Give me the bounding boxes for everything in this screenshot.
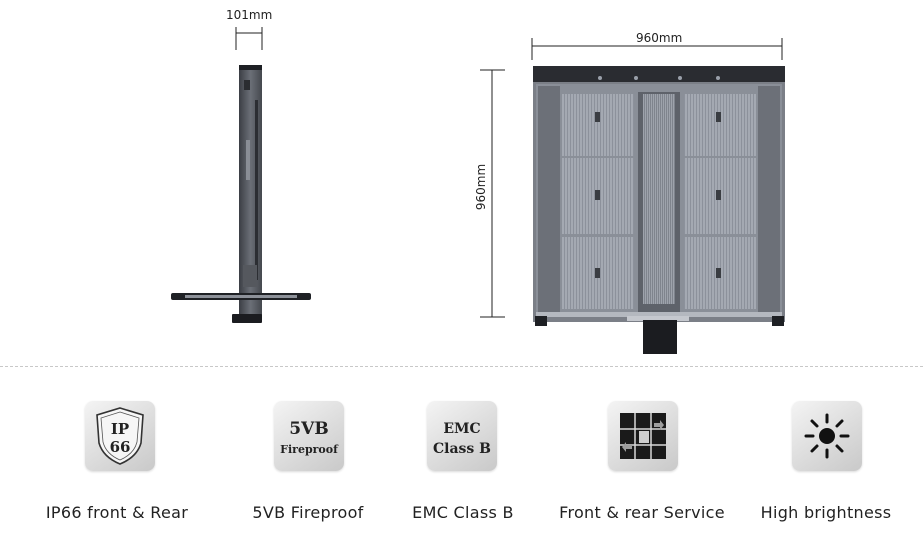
class-b-badge-text: Class B (433, 441, 491, 457)
front-height-label: 960mm (474, 163, 489, 211)
66-badge-text: 66 (110, 438, 131, 456)
feature-label-ip66: IP66 front & Rear (45, 503, 189, 522)
feature-label-brightness: High brightness (760, 503, 892, 522)
section-divider (0, 366, 923, 367)
service-grid-icon (608, 401, 678, 471)
side-view-cabinet (171, 65, 311, 323)
front-height-dimension (480, 69, 505, 318)
front-width-label: 960mm (636, 31, 683, 45)
emc-badge-icon: EMC Class B (427, 401, 497, 471)
side-width-label: 101mm (226, 8, 273, 22)
5vb-badge-text: 5VB (289, 419, 328, 439)
fireproof-badge-icon: 5VB Fireproof (274, 401, 344, 471)
feature-label-fireproof: 5VB Fireproof (252, 503, 364, 522)
feature-label-emc: EMC Class B (412, 503, 514, 522)
fireproof-badge-text: Fireproof (280, 443, 339, 456)
sun-brightness-icon (792, 401, 862, 471)
emc-badge-text: EMC (443, 421, 480, 437)
side-width-dimension (235, 27, 263, 50)
front-width-dimension (531, 38, 783, 60)
front-view-cabinet (533, 66, 785, 354)
ip-badge-text: IP (111, 420, 129, 438)
feature-label-service: Front & rear Service (559, 503, 725, 522)
ip66-shield-icon: IP 66 (85, 401, 155, 471)
